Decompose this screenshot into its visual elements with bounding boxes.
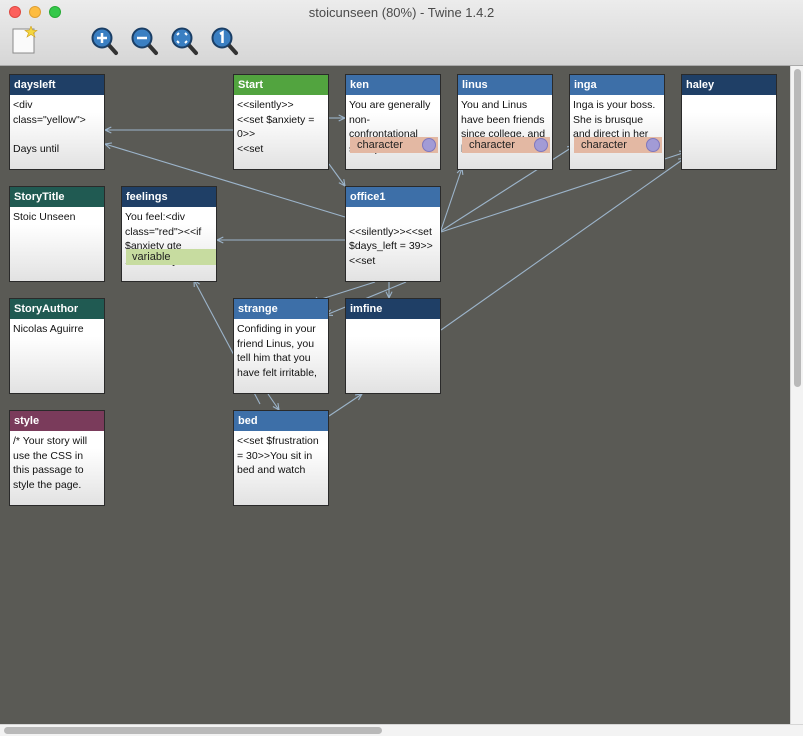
passage-title: feelings bbox=[122, 187, 216, 207]
passage-title: StoryTitle bbox=[10, 187, 104, 207]
passage-link-line bbox=[104, 143, 346, 218]
zoom-out-icon bbox=[131, 27, 158, 55]
passage-excerpt bbox=[346, 319, 440, 392]
passage-link-line bbox=[328, 163, 346, 187]
passage-title: StoryAuthor bbox=[10, 299, 104, 319]
vertical-scrollbar-thumb[interactable] bbox=[794, 69, 801, 387]
passage-title: daysleft bbox=[10, 75, 104, 95]
passage-excerpt: <<silently>><<set $days_left = 39>><<set bbox=[349, 225, 433, 267]
passage-excerpt: You feel:<div class="red"><<if $anxiety … bbox=[125, 211, 202, 267]
zoom-fit-button[interactable] bbox=[170, 26, 200, 56]
passage-imfine[interactable]: imfine bbox=[345, 298, 441, 394]
passage-office1[interactable]: office1 <<silently>><<set $days_left = 3… bbox=[345, 186, 441, 282]
passage-bed[interactable]: bed <<set $frustration = 30>>You sit in b… bbox=[233, 410, 329, 506]
horizontal-scrollbar[interactable] bbox=[0, 724, 803, 736]
passage-excerpt: <<set $frustration = 30>>You sit in bed … bbox=[237, 435, 322, 476]
tag-color-dot-icon bbox=[646, 138, 660, 152]
close-window-button[interactable] bbox=[9, 6, 21, 18]
zoom-in-icon bbox=[91, 27, 118, 55]
passage-link-arrowhead bbox=[354, 393, 364, 401]
zoom-actual-size-button[interactable] bbox=[210, 26, 240, 56]
passage-excerpt bbox=[682, 95, 776, 168]
passage-daysleft[interactable]: daysleft <div class="yellow"> Days until bbox=[9, 74, 105, 170]
new-passage-icon bbox=[12, 25, 38, 54]
zoom-window-button[interactable] bbox=[49, 6, 61, 18]
passage-tag-label: variable bbox=[132, 251, 171, 263]
passage-tag-label: character bbox=[469, 139, 515, 151]
passage-start[interactable]: Start <<silently>> <<set $anxiety = 0>> <… bbox=[233, 74, 329, 170]
zoom-out-button[interactable] bbox=[130, 26, 160, 56]
zoom-fit-icon bbox=[171, 27, 198, 55]
passage-title: strange bbox=[234, 299, 328, 319]
vertical-scrollbar[interactable] bbox=[790, 66, 803, 724]
passage-link-line bbox=[328, 393, 363, 417]
passage-tag-label: character bbox=[581, 139, 627, 151]
passage-title: inga bbox=[570, 75, 664, 95]
passage-excerpt: /* Your story will use the CSS in this p… bbox=[13, 435, 91, 491]
passage-excerpt: <<silently>> <<set $anxiety = 0>> <<set bbox=[237, 99, 315, 155]
passage-title: Start bbox=[234, 75, 328, 95]
passage-title: linus bbox=[458, 75, 552, 95]
passage-link-arrowhead bbox=[103, 142, 113, 150]
tag-color-dot-icon bbox=[534, 138, 548, 152]
passage-tag: variable bbox=[126, 249, 216, 265]
passage-title: office1 bbox=[346, 187, 440, 207]
zoom-in-button[interactable] bbox=[90, 26, 120, 56]
passage-link-arrowhead bbox=[215, 236, 224, 244]
passage-excerpt: Stoic Unseen bbox=[13, 211, 76, 223]
passage-link-arrowhead bbox=[103, 126, 112, 134]
passage-tag: character bbox=[462, 137, 550, 153]
passage-excerpt: You are generally non-confrontational so… bbox=[349, 99, 431, 155]
minimize-window-button[interactable] bbox=[29, 6, 41, 18]
new-passage-button[interactable] bbox=[9, 25, 39, 56]
passage-excerpt: You and Linus have been friends since co… bbox=[461, 99, 546, 155]
passage-excerpt: <div class="yellow"> Days until bbox=[13, 99, 86, 155]
passage-style[interactable]: style /* Your story will use the CSS in t… bbox=[9, 410, 105, 506]
horizontal-scrollbar-thumb[interactable] bbox=[4, 727, 382, 734]
passage-excerpt: Inga is your boss. She is brusque and di… bbox=[573, 99, 659, 140]
passage-link-line bbox=[440, 157, 686, 331]
passage-tag: character bbox=[574, 137, 662, 153]
passage-title: imfine bbox=[346, 299, 440, 319]
passage-excerpt: Nicolas Aguirre bbox=[13, 323, 84, 335]
passage-title: style bbox=[10, 411, 104, 431]
passage-tag: character bbox=[350, 137, 438, 153]
passage-title: ken bbox=[346, 75, 440, 95]
window-titlebar: stoicunseen (80%) - Twine 1.4.2 bbox=[0, 0, 803, 66]
passage-excerpt: Confiding in your friend Linus, you tell… bbox=[237, 323, 319, 379]
zoom-actual-icon bbox=[211, 27, 238, 55]
window-title: stoicunseen (80%) - Twine 1.4.2 bbox=[308, 5, 495, 20]
tag-color-dot-icon bbox=[422, 138, 436, 152]
passage-link-line bbox=[440, 167, 463, 231]
passage-haley[interactable]: haley bbox=[681, 74, 777, 170]
passage-tag-label: character bbox=[357, 139, 403, 151]
passage-title: bed bbox=[234, 411, 328, 431]
passage-link-line bbox=[267, 393, 280, 411]
passage-title: haley bbox=[682, 75, 776, 95]
